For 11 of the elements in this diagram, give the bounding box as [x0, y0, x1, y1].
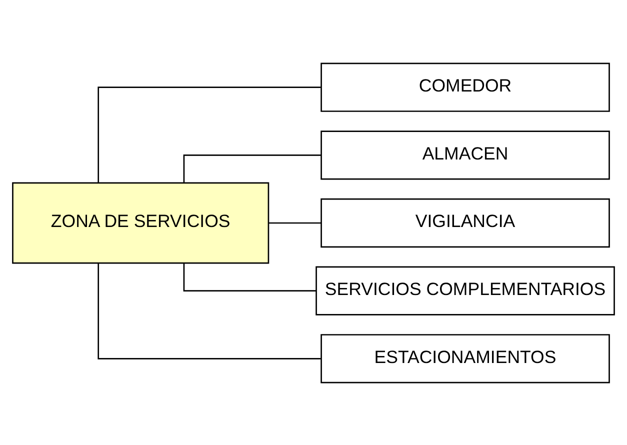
- node-box: VIGILANCIA: [320, 198, 610, 248]
- node-box: ZONA DE SERVICIOS: [12, 182, 270, 264]
- node-box: COMEDOR: [320, 62, 610, 112]
- connector: [268, 222, 322, 224]
- connector: [183, 262, 316, 291]
- node-box: SERVICIOS COMPLEMENTARIOS: [316, 266, 615, 315]
- connector: [98, 86, 321, 182]
- node-box: ESTACIONAMIENTOS: [320, 334, 610, 383]
- node-box: ALMACEN: [320, 130, 610, 180]
- connector: [183, 154, 321, 182]
- connector: [98, 262, 321, 359]
